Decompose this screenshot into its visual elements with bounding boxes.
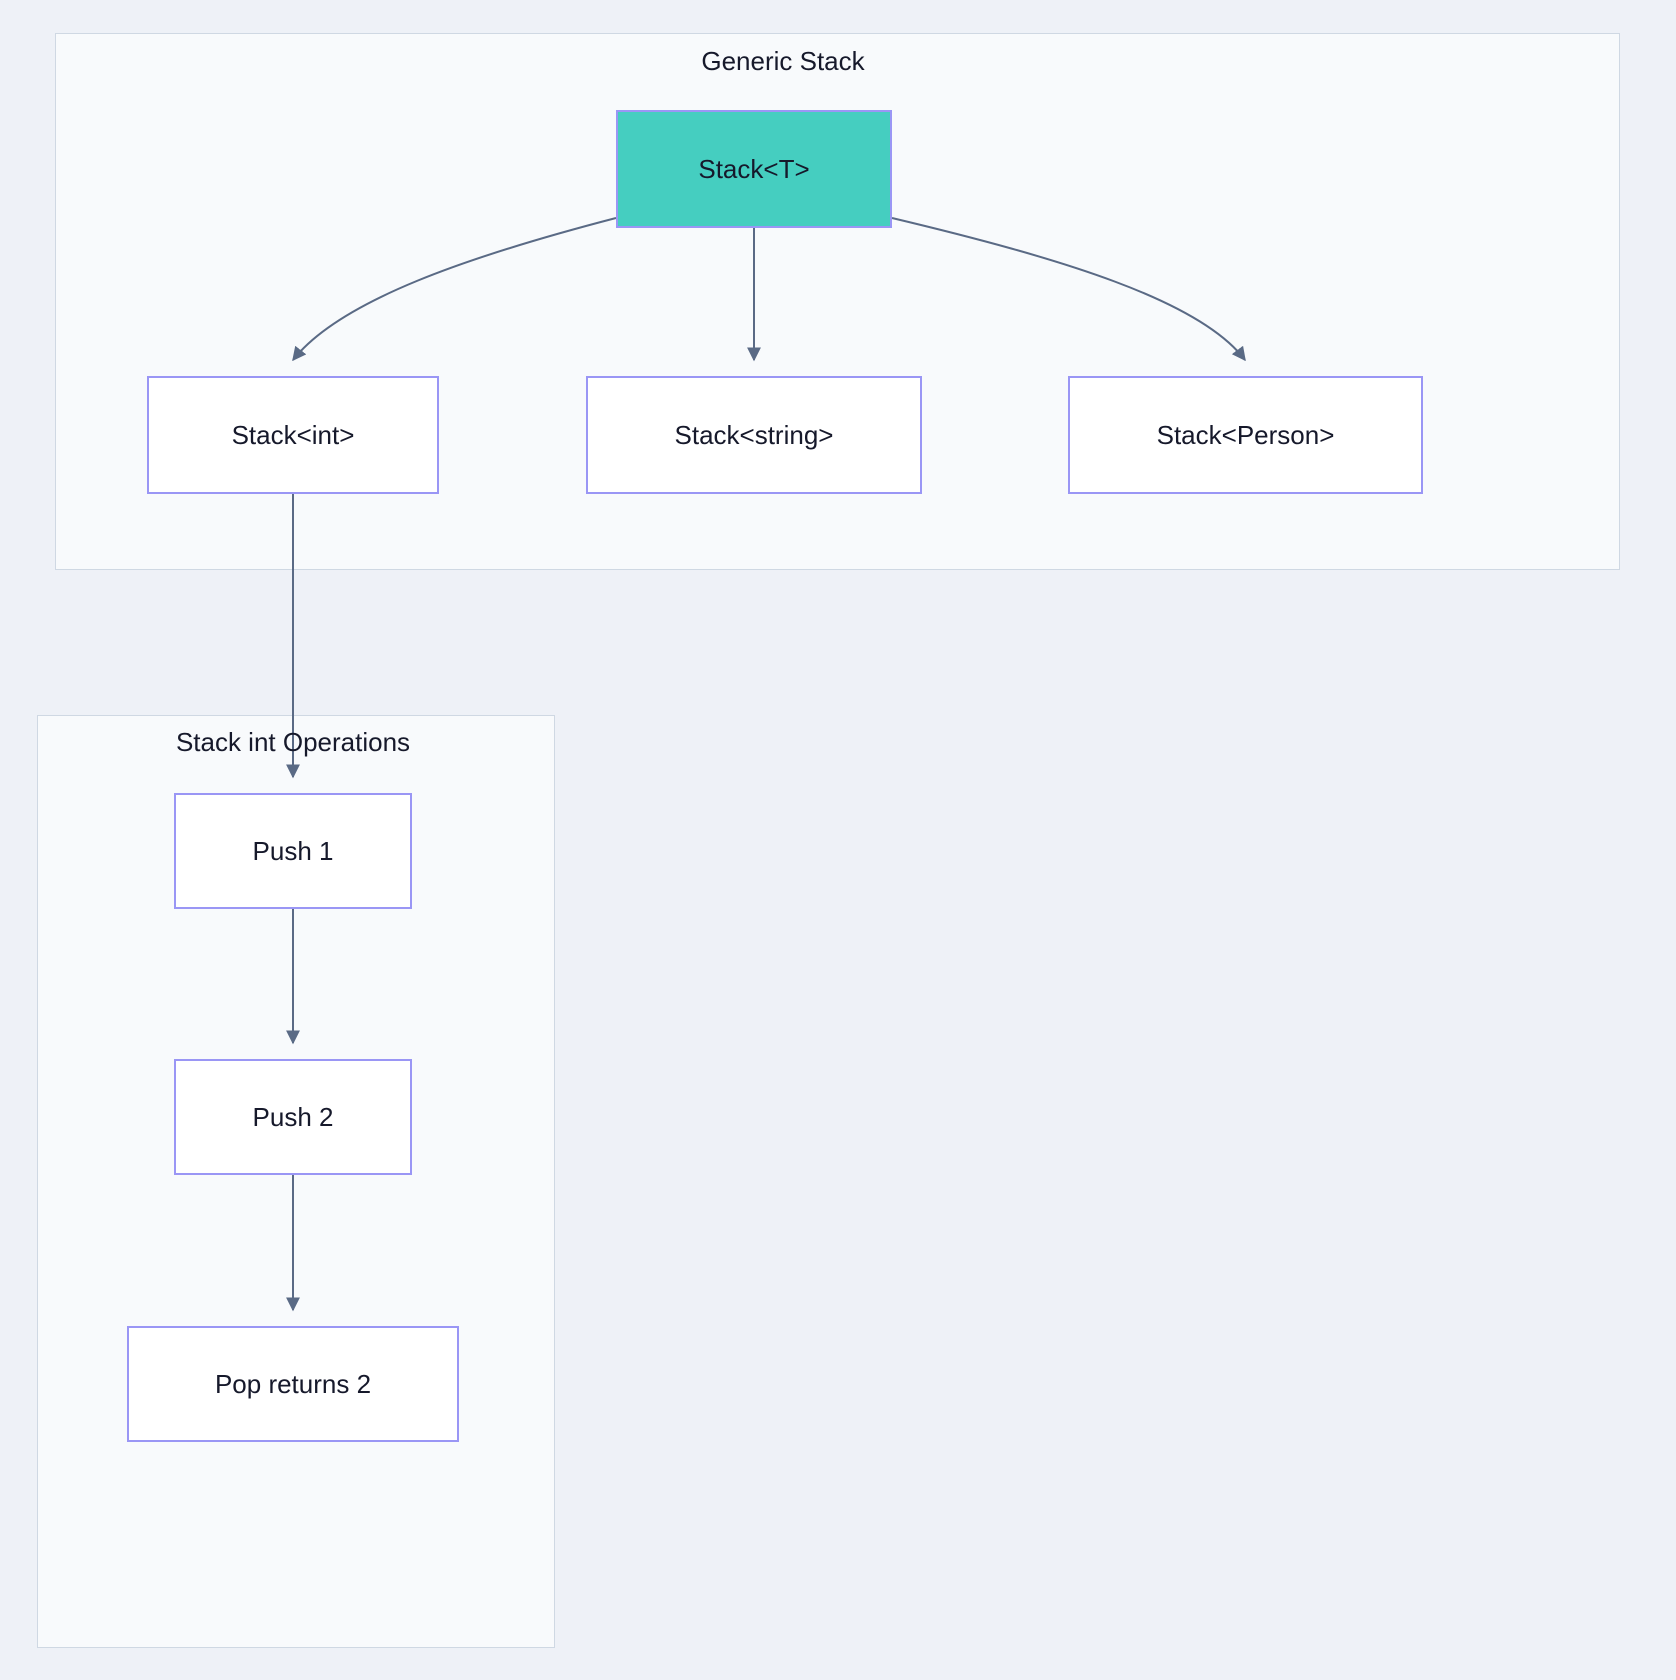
node-stack-int[interactable]: Stack<int> [147,376,439,494]
node-pop-returns-2[interactable]: Pop returns 2 [127,1326,459,1442]
cluster-stack-int-operations-label: Stack int Operations [175,727,411,757]
node-stack-t[interactable]: Stack<T> [616,110,892,228]
node-stack-person[interactable]: Stack<Person> [1068,376,1423,494]
node-push-1-label: Push 1 [252,835,334,866]
node-stack-string[interactable]: Stack<string> [586,376,922,494]
node-push-2-label: Push 2 [252,1101,334,1132]
node-stack-int-label: Stack<int> [231,419,355,450]
node-stack-person-label: Stack<Person> [1156,419,1335,450]
node-pop-returns-2-label: Pop returns 2 [214,1368,372,1399]
cluster-generic-stack-label: Generic Stack [701,46,865,76]
node-stack-t-label: Stack<T> [698,153,810,184]
node-push-1[interactable]: Push 1 [174,793,412,909]
node-stack-string-label: Stack<string> [674,419,834,450]
node-push-2[interactable]: Push 2 [174,1059,412,1175]
